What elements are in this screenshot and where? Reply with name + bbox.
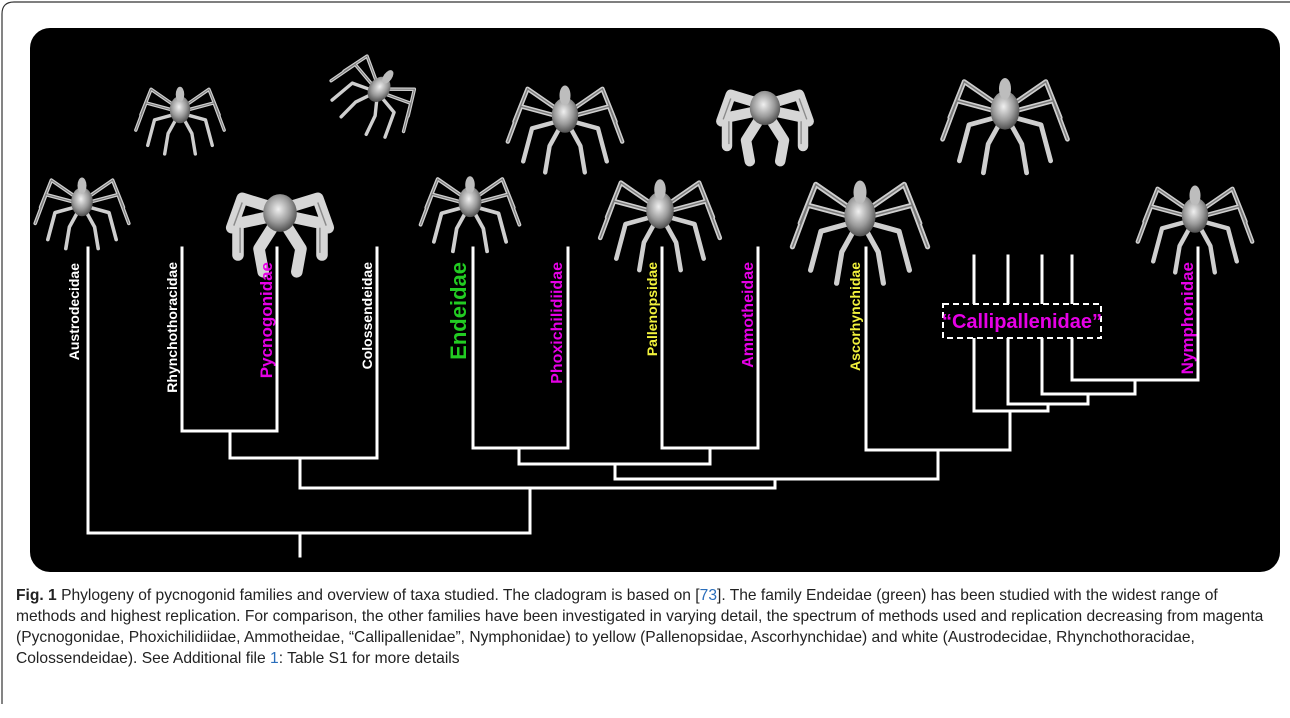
label-rhynchothoracidae: Rhynchothoracidae — [164, 262, 180, 393]
figure-caption: Fig. 1 Phylogeny of pycnogonid families … — [16, 585, 1274, 669]
callipallenidae-label: “Callipallenidae” — [942, 311, 1102, 333]
caption-text-1: Phylogeny of pycnogonid families and ove… — [57, 587, 700, 604]
node-pallen-ammo — [662, 448, 758, 464]
sea-spider-specimen-icon — [136, 87, 224, 154]
figure-number: Fig. 1 — [16, 587, 57, 604]
sea-spider-specimen-icon — [721, 91, 808, 161]
sea-spider-specimen-icon — [232, 194, 329, 272]
label-ascorhynchidae: Ascorhynchidae — [847, 262, 863, 371]
node-endeidae-phoxi — [473, 448, 568, 464]
node-four — [519, 464, 710, 479]
reference-link-73[interactable]: 73 — [700, 587, 717, 604]
node-n2 — [1042, 380, 1135, 394]
additional-file-link[interactable]: 1 — [270, 650, 279, 667]
sea-spider-specimen-icon — [35, 178, 129, 249]
sea-spider-specimen-icon — [508, 86, 622, 173]
cladogram: “Callipallenidae” Austrodecidae Rhynchot… — [30, 28, 1280, 572]
label-nymphonidae: Nymphonidae — [1178, 262, 1197, 374]
label-pallenopsidae: Pallenopsidae — [644, 262, 660, 356]
sea-spider-specimen-icon — [600, 179, 720, 270]
cladogram-branches — [88, 248, 1198, 556]
node-with-colossendeidae — [230, 458, 377, 488]
node-rhyncho-pycno — [182, 431, 277, 458]
label-ammotheidae: Ammotheidae — [740, 262, 757, 368]
label-pycnogonidae: Pycnogonidae — [257, 262, 276, 378]
label-phoxichilidiidae: Phoxichilidiidae — [549, 262, 566, 384]
sea-spider-specimen-icon — [317, 45, 428, 151]
sea-spider-specimen-icon — [421, 176, 520, 251]
node-n5 — [866, 411, 1010, 450]
label-endeidae: Endeidae — [446, 262, 471, 360]
sea-spider-specimen-icon — [943, 78, 1068, 173]
sea-spider-specimen-icon — [1138, 186, 1252, 273]
label-colossendeidae: Colossendeidae — [359, 262, 375, 370]
label-austrodecidae: Austrodecidae — [66, 263, 82, 360]
figure-panel: “Callipallenidae” Austrodecidae Rhynchot… — [30, 28, 1280, 572]
caption-text-3: : Table S1 for more details — [279, 650, 460, 667]
